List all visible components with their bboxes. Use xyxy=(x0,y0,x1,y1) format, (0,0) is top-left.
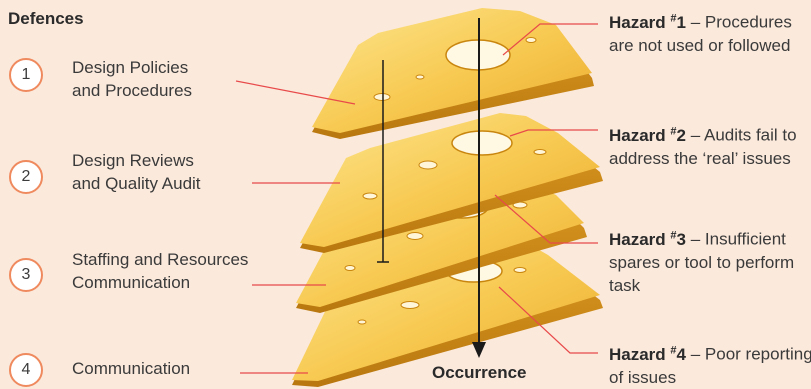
hazard-4-number: 4 xyxy=(677,345,686,364)
hazard-1: Hazard #1 – Procedures are not used or f… xyxy=(609,7,811,57)
hazard-3: Hazard #3 – Insufficient spares or tool … xyxy=(609,224,811,297)
defence-label-4: Communication xyxy=(72,357,190,380)
hazard-4: Hazard #4 – Poor reporting of issues xyxy=(609,339,811,389)
hazard-1-prefix: Hazard xyxy=(609,13,670,32)
hazard-1-number: 1 xyxy=(677,13,686,32)
hazard-4-prefix: Hazard xyxy=(609,345,670,364)
cheese-slice-1 xyxy=(312,8,594,139)
defence-label-1: Design Policies and Procedures xyxy=(72,56,192,102)
defences-heading: Defences xyxy=(8,9,84,29)
arrowhead xyxy=(472,342,486,358)
hazard-3-prefix: Hazard xyxy=(609,230,670,249)
defence-number-2: 2 xyxy=(9,160,43,194)
defence-number-3: 3 xyxy=(9,258,43,292)
defence-number-4: 4 xyxy=(9,353,43,387)
occurrence-label: Occurrence xyxy=(432,363,527,383)
hazard-3-number: 3 xyxy=(677,230,686,249)
defence-number-1: 1 xyxy=(9,58,43,92)
hazard-2-prefix: Hazard xyxy=(609,126,670,145)
defence-label-3: Staffing and Resources Communication xyxy=(72,248,248,294)
defence-label-2: Design Reviews and Quality Audit xyxy=(72,149,201,195)
hazard-2-number: 2 xyxy=(677,126,686,145)
hazard-2: Hazard #2 – Audits fail to address the ‘… xyxy=(609,120,811,170)
